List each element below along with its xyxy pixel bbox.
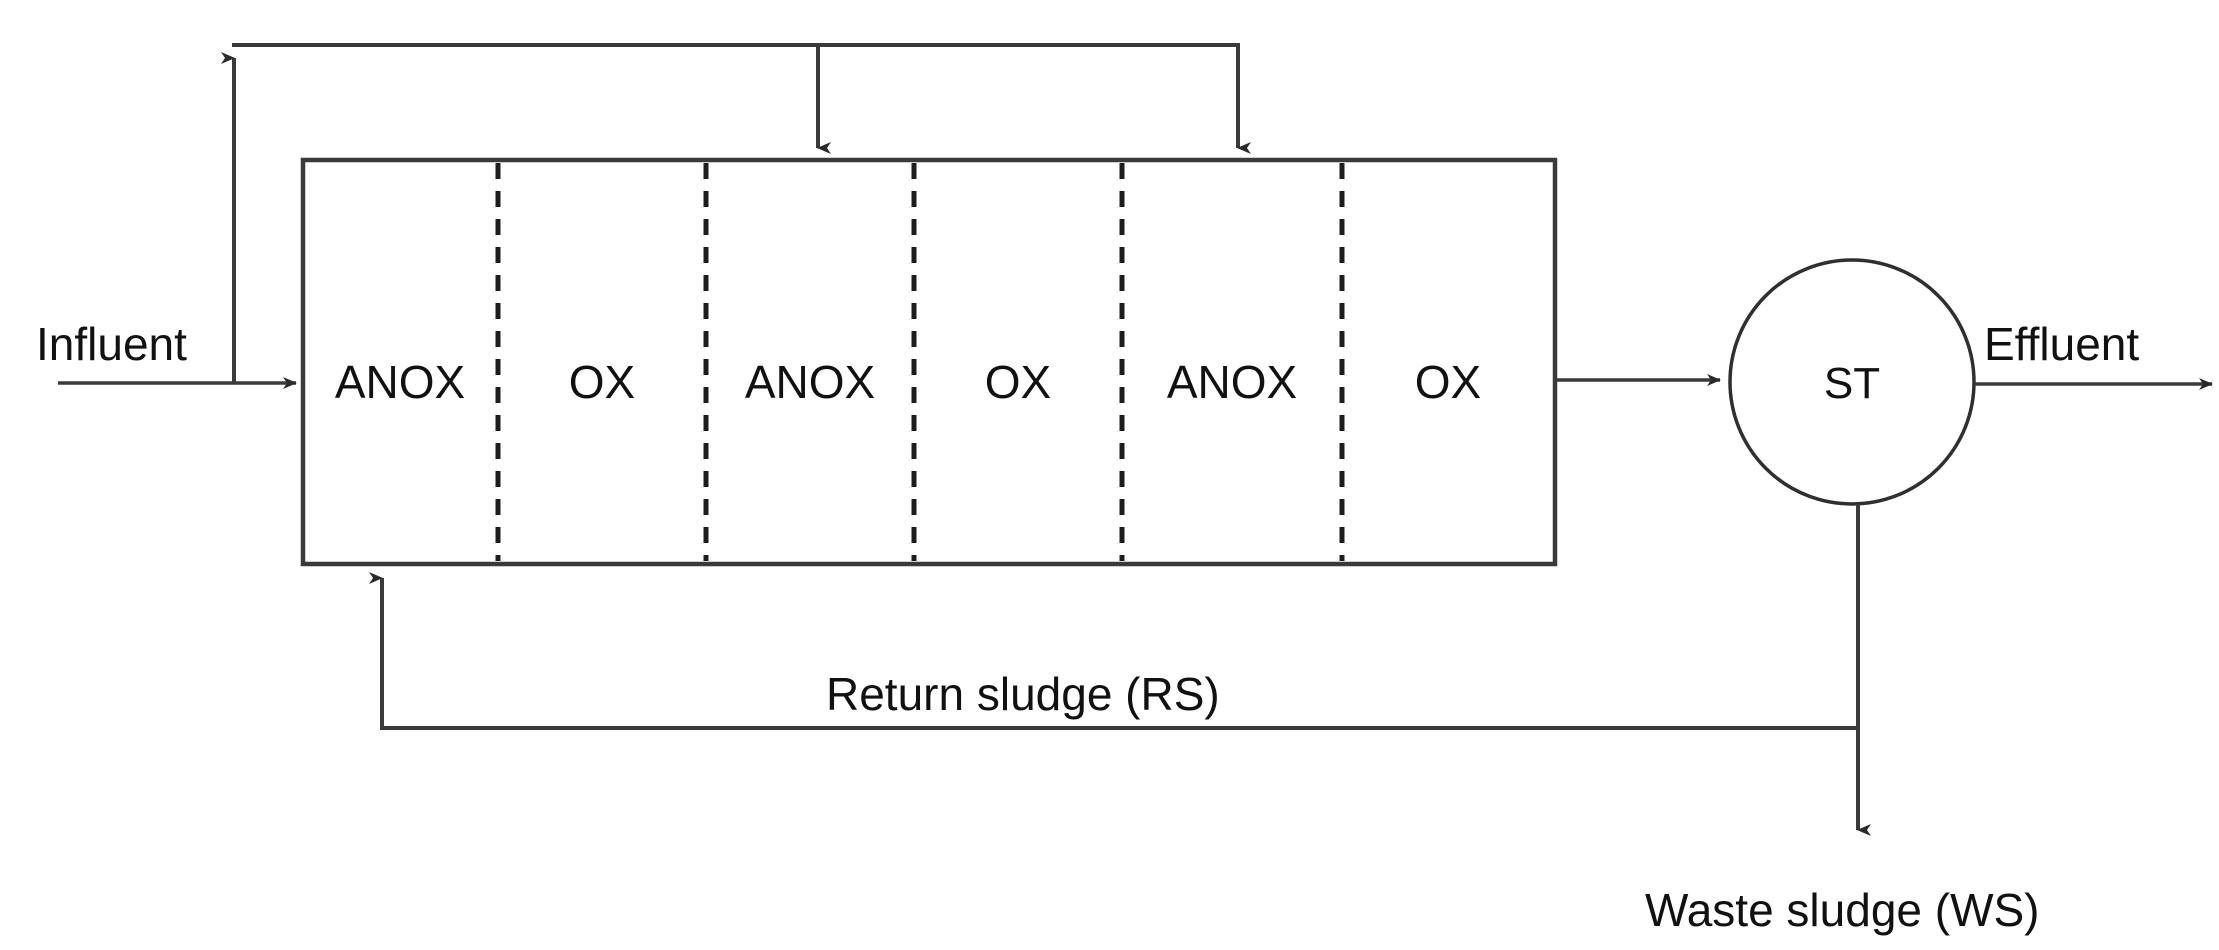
zone-label-1: ANOX xyxy=(335,356,465,408)
waste-sludge-label: Waste sludge (WS) xyxy=(1645,884,2040,936)
internal-recycle-loop xyxy=(221,43,1251,383)
return-sludge-line xyxy=(369,572,1858,730)
zone-label-5: ANOX xyxy=(1167,356,1297,408)
effluent-label: Effluent xyxy=(1984,318,2139,370)
biological-reactor: ANOX OX ANOX OX ANOX OX xyxy=(300,157,1558,567)
settler-circle xyxy=(1728,258,1976,506)
zone-label-2: OX xyxy=(569,356,635,408)
settler-label: ST xyxy=(1824,359,1880,408)
zone-label-6: OX xyxy=(1415,356,1481,408)
return-sludge-label: Return sludge (RS) xyxy=(826,668,1220,720)
secondary-settler: ST xyxy=(1728,258,1976,506)
return-sludge-stream xyxy=(369,572,1858,730)
influent-label: Influent xyxy=(36,318,187,370)
reactor-outline xyxy=(300,157,1558,567)
zone-label-3: ANOX xyxy=(745,356,875,408)
zone-label-4: OX xyxy=(985,356,1051,408)
